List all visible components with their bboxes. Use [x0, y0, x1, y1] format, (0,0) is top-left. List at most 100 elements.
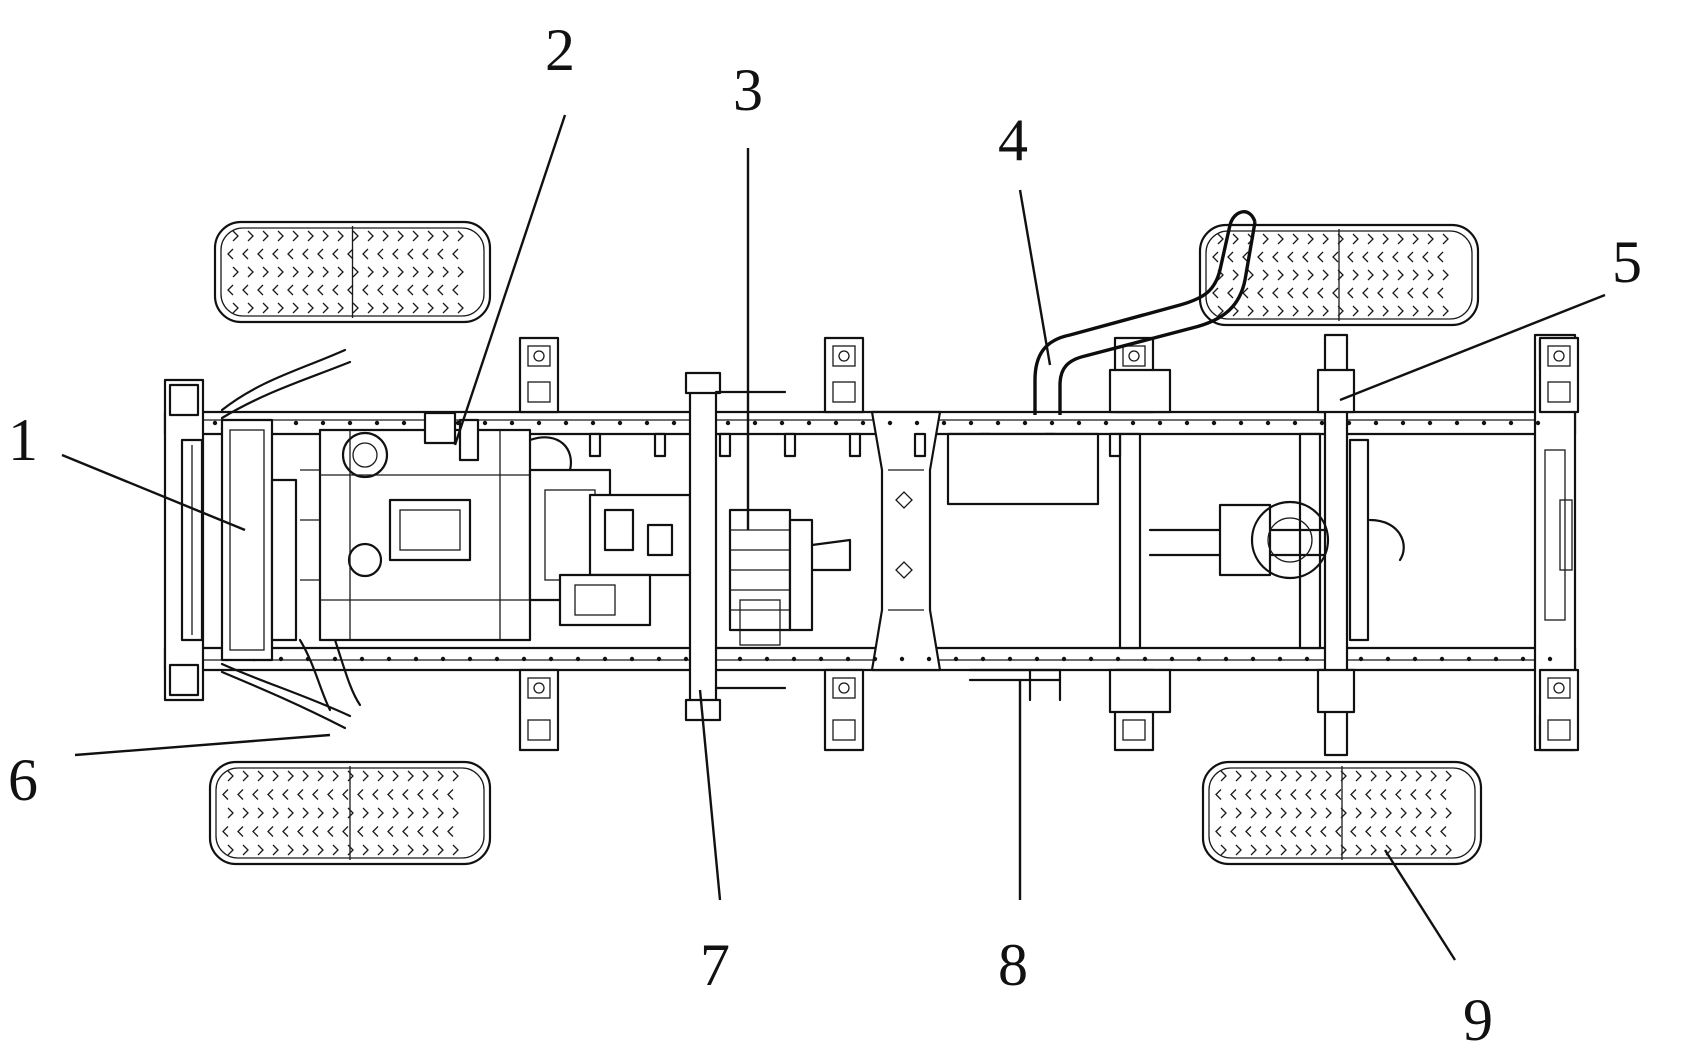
rail-tab: [590, 434, 600, 456]
rivet: [495, 657, 499, 661]
rivet: [846, 657, 850, 661]
rivet: [1521, 657, 1525, 661]
rivet: [1185, 421, 1189, 425]
rivet: [1266, 421, 1270, 425]
rivet: [510, 421, 514, 425]
rivet: [522, 657, 526, 661]
rivet: [1212, 421, 1216, 425]
callout-8: 8: [998, 932, 1028, 998]
rivet: [807, 421, 811, 425]
rivet: [1482, 421, 1486, 425]
mount-bracket: [520, 338, 558, 412]
rivet: [333, 657, 337, 661]
rivet: [1104, 421, 1108, 425]
mount-bracket: [1540, 670, 1578, 750]
lower-frame-rail: [165, 648, 1575, 670]
rivet: [927, 657, 931, 661]
callout-6: 6: [8, 747, 38, 813]
rivet: [1494, 657, 1498, 661]
rear-right-tire: [1203, 762, 1481, 864]
rivet: [726, 421, 730, 425]
rivet: [1170, 657, 1174, 661]
rivet: [1158, 421, 1162, 425]
rivet: [279, 657, 283, 661]
rivet: [1509, 421, 1513, 425]
rivet: [1293, 421, 1297, 425]
rear-axle: [1110, 335, 1404, 755]
middle-crossmember: [872, 412, 940, 670]
rivet: [294, 421, 298, 425]
rivet: [1062, 657, 1066, 661]
rivet: [468, 657, 472, 661]
rivet: [1143, 657, 1147, 661]
rivet: [1008, 657, 1012, 661]
rivet: [780, 421, 784, 425]
rivet: [954, 657, 958, 661]
rivet: [402, 421, 406, 425]
leader-line-4: [1020, 190, 1050, 365]
rivet: [915, 421, 919, 425]
rivet: [348, 421, 352, 425]
rivet: [861, 421, 865, 425]
transfer-case: [730, 510, 850, 645]
rivet: [996, 421, 1000, 425]
mount-bracket: [825, 670, 863, 750]
rivet: [213, 421, 217, 425]
leader-line-1: [62, 455, 245, 530]
rivet: [738, 657, 742, 661]
leader-line-7: [700, 690, 720, 900]
rivet: [1536, 421, 1540, 425]
rivet: [1023, 421, 1027, 425]
front-right-tire: [210, 762, 490, 864]
rivet: [684, 657, 688, 661]
rear-left-tire: [1200, 225, 1478, 325]
rivet: [1239, 421, 1243, 425]
rivet: [576, 657, 580, 661]
rail-tab: [850, 434, 860, 456]
rivet: [375, 421, 379, 425]
rivet: [441, 657, 445, 661]
rivet: [1278, 657, 1282, 661]
rivet: [1401, 421, 1405, 425]
rivet: [1224, 657, 1228, 661]
rivet: [657, 657, 661, 661]
rail-tab: [915, 434, 925, 456]
rivet: [873, 657, 877, 661]
rivet: [591, 421, 595, 425]
rivet: [819, 657, 823, 661]
rivet: [414, 657, 418, 661]
rail-tab: [720, 434, 730, 456]
rivet: [969, 421, 973, 425]
rail-tab: [785, 434, 795, 456]
rivet: [537, 421, 541, 425]
callout-2: 2: [545, 17, 575, 83]
rail-tab: [1110, 434, 1120, 456]
rivet: [1440, 657, 1444, 661]
rivet: [1320, 421, 1324, 425]
rivet: [1197, 657, 1201, 661]
rivet: [645, 421, 649, 425]
rivet: [360, 657, 364, 661]
rivet: [834, 421, 838, 425]
mount-bracket: [1540, 338, 1578, 412]
rivet: [792, 657, 796, 661]
mount-bracket: [520, 670, 558, 750]
callout-7: 7: [700, 932, 730, 998]
rivet: [1386, 657, 1390, 661]
rivet: [888, 421, 892, 425]
rivet: [900, 657, 904, 661]
callout-3: 3: [733, 57, 763, 123]
rivet: [483, 421, 487, 425]
rivet: [1455, 421, 1459, 425]
callout-1: 1: [8, 407, 38, 473]
rivet: [1374, 421, 1378, 425]
rivet: [1050, 421, 1054, 425]
callout-5: 5: [1612, 229, 1642, 295]
rivet: [672, 421, 676, 425]
callout-9: 9: [1463, 987, 1493, 1050]
leader-line-9: [1385, 850, 1455, 960]
rivet: [765, 657, 769, 661]
rivet: [1359, 657, 1363, 661]
